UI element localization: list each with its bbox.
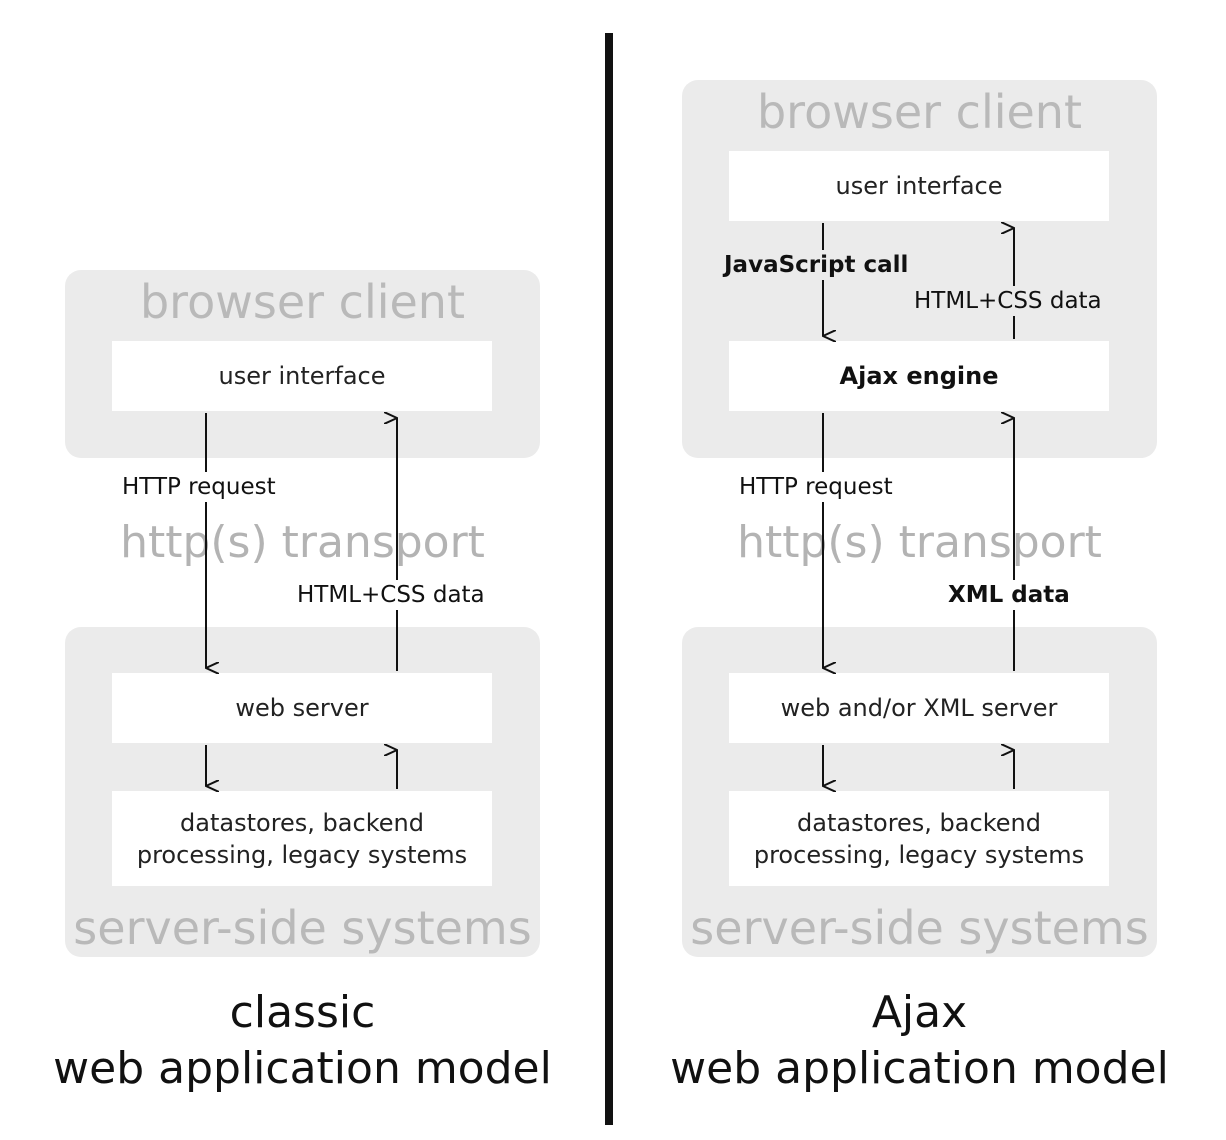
ajax-transport-label: http(s) transport — [737, 517, 1102, 568]
ajax-browser-client-label: browser client — [756, 85, 1082, 139]
classic-caption: classic web application model — [40, 985, 565, 1097]
classic-web-server-box: web server — [112, 673, 492, 743]
classic-web-server-label: web server — [235, 694, 369, 722]
ajax-server-side-label: server-side systems — [690, 901, 1149, 955]
ajax-caption-line2: web application model — [670, 1043, 1169, 1094]
model-divider — [605, 33, 613, 1125]
ajax-http-request-label: HTTP request — [735, 472, 897, 502]
ajax-caption-line1: Ajax — [871, 987, 968, 1038]
classic-datastores-box: datastores, backend processing, legacy s… — [112, 791, 492, 886]
ajax-datastores-line2: processing, legacy systems — [753, 840, 1085, 869]
classic-browser-client-label: browser client — [139, 275, 465, 329]
ajax-web-xml-server-label: web and/or XML server — [780, 694, 1058, 722]
ajax-caption: Ajax web application model — [657, 985, 1182, 1097]
ajax-engine-label: Ajax engine — [839, 362, 999, 390]
classic-server-side-label: server-side systems — [73, 901, 532, 955]
classic-caption-line1: classic — [229, 987, 376, 1038]
ajax-datastores-box: datastores, backend processing, legacy s… — [729, 791, 1109, 886]
ajax-datastores-line1: datastores, backend — [797, 808, 1041, 837]
ajax-engine-box: Ajax engine — [729, 341, 1109, 411]
ajax-user-interface-label: user interface — [835, 172, 1003, 200]
ajax-javascript-call-label: JavaScript call — [720, 250, 913, 280]
classic-transport-label: http(s) transport — [120, 517, 485, 568]
classic-html-css-label: HTML+CSS data — [293, 580, 489, 610]
classic-datastores-line2: processing, legacy systems — [136, 840, 468, 869]
ajax-html-css-label: HTML+CSS data — [910, 286, 1106, 316]
classic-datastores-line1: datastores, backend — [180, 808, 424, 837]
ajax-xml-data-label: XML data — [944, 580, 1074, 610]
ajax-user-interface-box: user interface — [729, 151, 1109, 221]
classic-user-interface-label: user interface — [218, 362, 386, 390]
classic-caption-line2: web application model — [53, 1043, 552, 1094]
ajax-web-xml-server-box: web and/or XML server — [729, 673, 1109, 743]
classic-http-request-label: HTTP request — [118, 472, 280, 502]
classic-user-interface-box: user interface — [112, 341, 492, 411]
